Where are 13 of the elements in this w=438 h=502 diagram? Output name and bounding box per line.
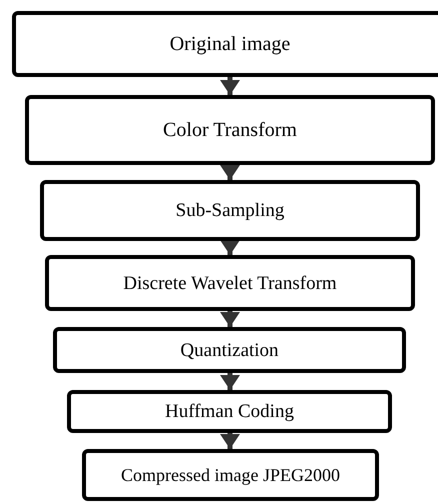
arrow xyxy=(220,165,240,180)
arrow xyxy=(220,433,240,449)
process-box: Quantization xyxy=(53,327,406,373)
arrow xyxy=(220,373,240,390)
arrow xyxy=(220,240,240,255)
process-box: Color Transform xyxy=(25,95,435,165)
arrow xyxy=(220,77,240,95)
process-box: Sub-Sampling xyxy=(40,180,420,241)
process-box: Huffman Coding xyxy=(67,390,392,433)
process-box: Compressed image JPEG2000 xyxy=(82,449,379,501)
process-box: Original image xyxy=(12,11,438,77)
arrow xyxy=(220,311,240,327)
process-box: Discrete Wavelet Transform xyxy=(45,255,415,311)
